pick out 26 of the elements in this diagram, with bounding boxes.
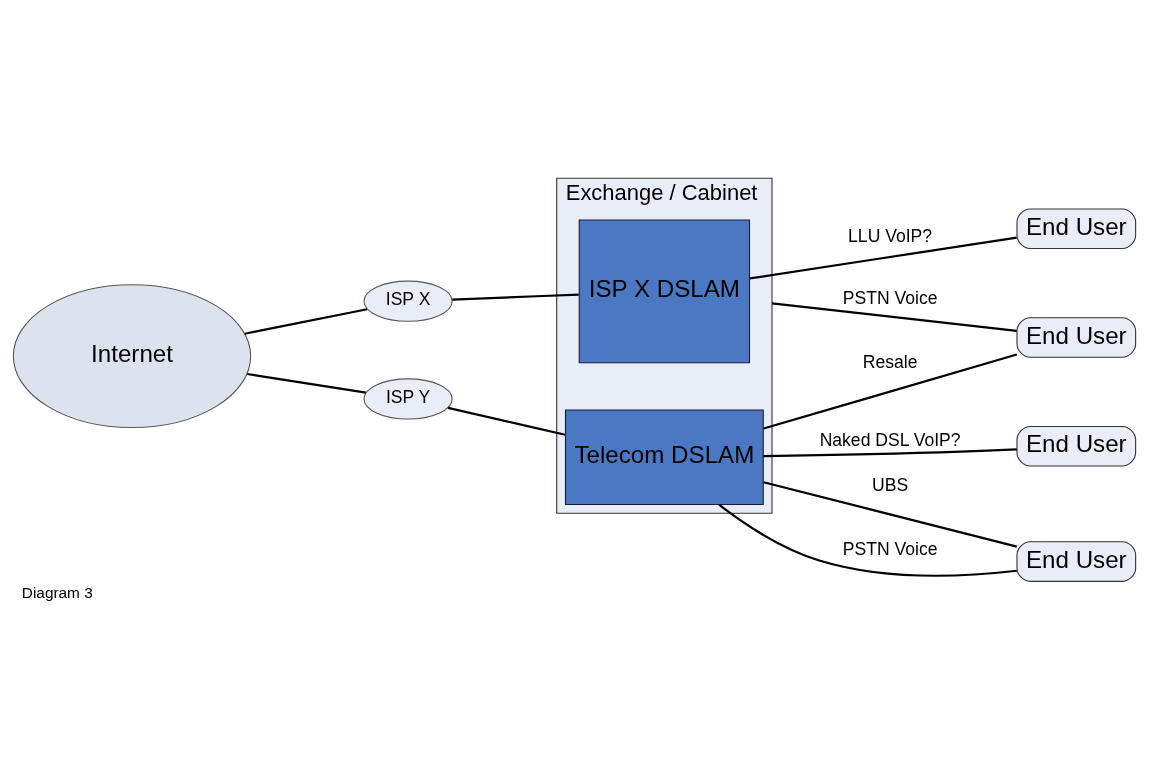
node-ellipse: Internet (12, 283, 252, 428)
node-box: Telecom DSLAM (564, 408, 764, 505)
node-box: End User (1016, 316, 1137, 358)
connector (763, 447, 1017, 457)
connector (452, 293, 579, 301)
connector (247, 372, 367, 394)
node-box: ISP X DSLAM (578, 218, 751, 363)
edge-label: Naked DSL VoIP? (819, 429, 961, 450)
connector (447, 406, 566, 436)
node-box: End User (1016, 207, 1137, 249)
edge-label: PSTN Voice (842, 538, 938, 559)
edge-label: LLU VoIP? (848, 225, 933, 246)
connector (763, 353, 1018, 430)
node-ellipse: ISP X (363, 280, 453, 322)
connector (749, 236, 1017, 279)
edge-label: PSTN Voice (842, 287, 938, 308)
edge-label: UBS (872, 474, 909, 495)
node-box: End User (1016, 425, 1137, 467)
connector (763, 480, 1018, 548)
connector (718, 503, 1017, 577)
connector (771, 301, 1017, 332)
node-ellipse: ISP Y (363, 377, 453, 420)
connector (244, 307, 368, 335)
edge-label: Resale (862, 351, 918, 372)
caption: Diagram 3 (21, 583, 93, 601)
node-box: End User (1016, 540, 1137, 582)
